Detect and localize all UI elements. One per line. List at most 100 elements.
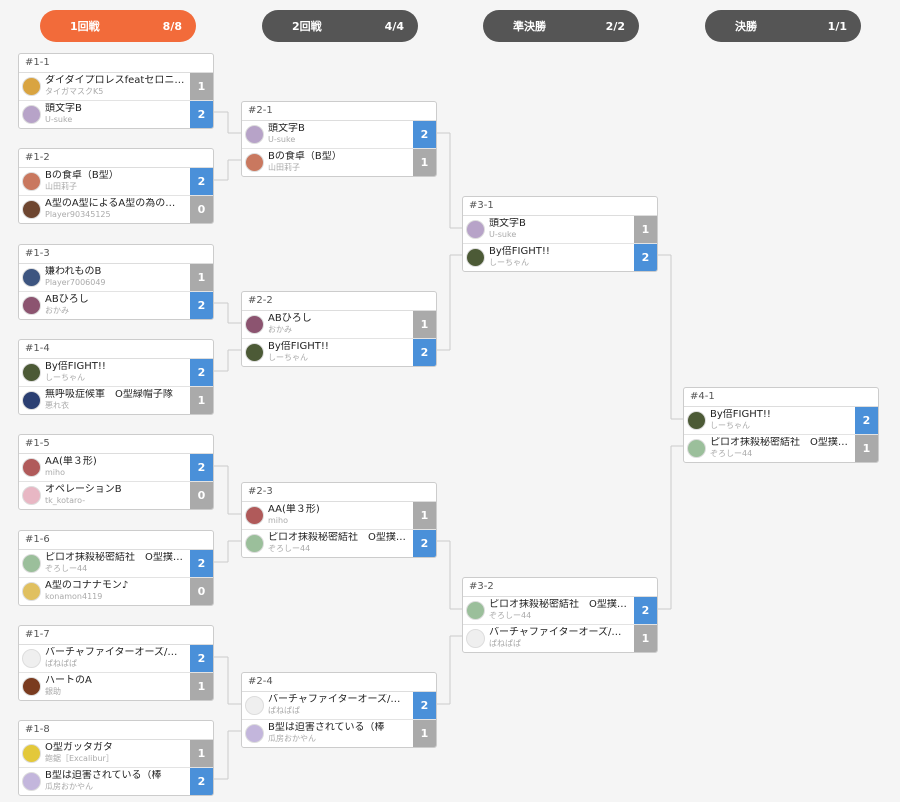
team-name: O型ガッタガタ [45,742,113,753]
team-name: ピロオ抹殺秘密結社 O型撲滅隊 [268,532,408,543]
player-username: ぱねぱぱ [489,639,521,648]
team-name: AA(単３形) [268,504,320,515]
match-card[interactable]: #2-4バーチャファイターオーズ/O型連合ぱねぱぱ2B型は迫害されている（棒瓜房… [241,672,437,748]
team-name: ABひろし [268,313,312,324]
score-badge: 2 [413,121,436,148]
player-slot[interactable]: ピロオ抹殺秘密結社 O型撲滅隊ぞろしー44 2 [242,530,436,557]
player-username: しーちゃん [710,421,750,430]
score-badge: 2 [634,244,657,271]
match-id: #2-4 [242,673,436,692]
team-name: Bの食卓（B型） [45,170,119,181]
avatar [22,744,41,763]
score-badge: 1 [634,625,657,652]
avatar [245,315,264,334]
player-username: U-suke [45,115,73,124]
match-id: #3-1 [463,197,657,216]
player-slot[interactable]: バーチャファイターオーズ/O型連合ぱねぱぱ 1 [463,625,657,652]
score-badge: 2 [190,768,213,795]
player-slot[interactable]: AA(単３形)miho 1 [242,502,436,530]
player-slot[interactable]: バーチャファイターオーズ/O型連合ぱねぱぱ2 [19,645,213,673]
avatar [22,105,41,124]
player-username: ぞろしー44 [268,544,311,553]
player-slot[interactable]: O型ガッタガタ鉋鋸［Excalibur］1 [19,740,213,768]
score-badge: 1 [413,311,436,338]
score-badge: 2 [190,359,213,386]
match-id: #4-1 [684,388,878,407]
player-username: 銀助 [45,687,61,696]
avatar [22,296,41,315]
player-username: 山田莉子 [268,163,300,172]
player-username: 悪れ衣 [45,401,69,410]
round-tab-label: 準決勝 [513,20,546,33]
team-name: バーチャファイターオーズ/O型連合 [489,627,629,638]
player-username: Player7006049 [45,278,106,287]
avatar [22,649,41,668]
score-badge: 1 [855,435,878,462]
team-name: 頭文字B [45,103,82,114]
team-name: オペレーションB [45,484,122,495]
player-username: konamon4119 [45,592,103,601]
score-badge: 2 [413,530,436,557]
avatar [466,629,485,648]
player-username: miho [45,468,65,477]
score-badge: 2 [190,292,213,319]
team-name: By倍FIGHT!! [268,341,329,352]
avatar [22,363,41,382]
team-name: A型のコナナモン♪ [45,580,129,591]
player-username: miho [268,516,288,525]
player-username: 瓜房おかやん [268,734,316,743]
score-badge: 1 [413,502,436,529]
score-badge: 2 [855,407,878,434]
avatar [245,343,264,362]
player-username: ぱねぱぱ [45,659,77,668]
team-name: By倍FIGHT!! [45,361,106,372]
player-slot[interactable]: バーチャファイターオーズ/O型連合ぱねぱぱ2 [242,692,436,720]
score-badge: 2 [413,339,436,366]
avatar [245,153,264,172]
avatar [687,411,706,430]
player-username: tk_kotaro- [45,496,86,505]
